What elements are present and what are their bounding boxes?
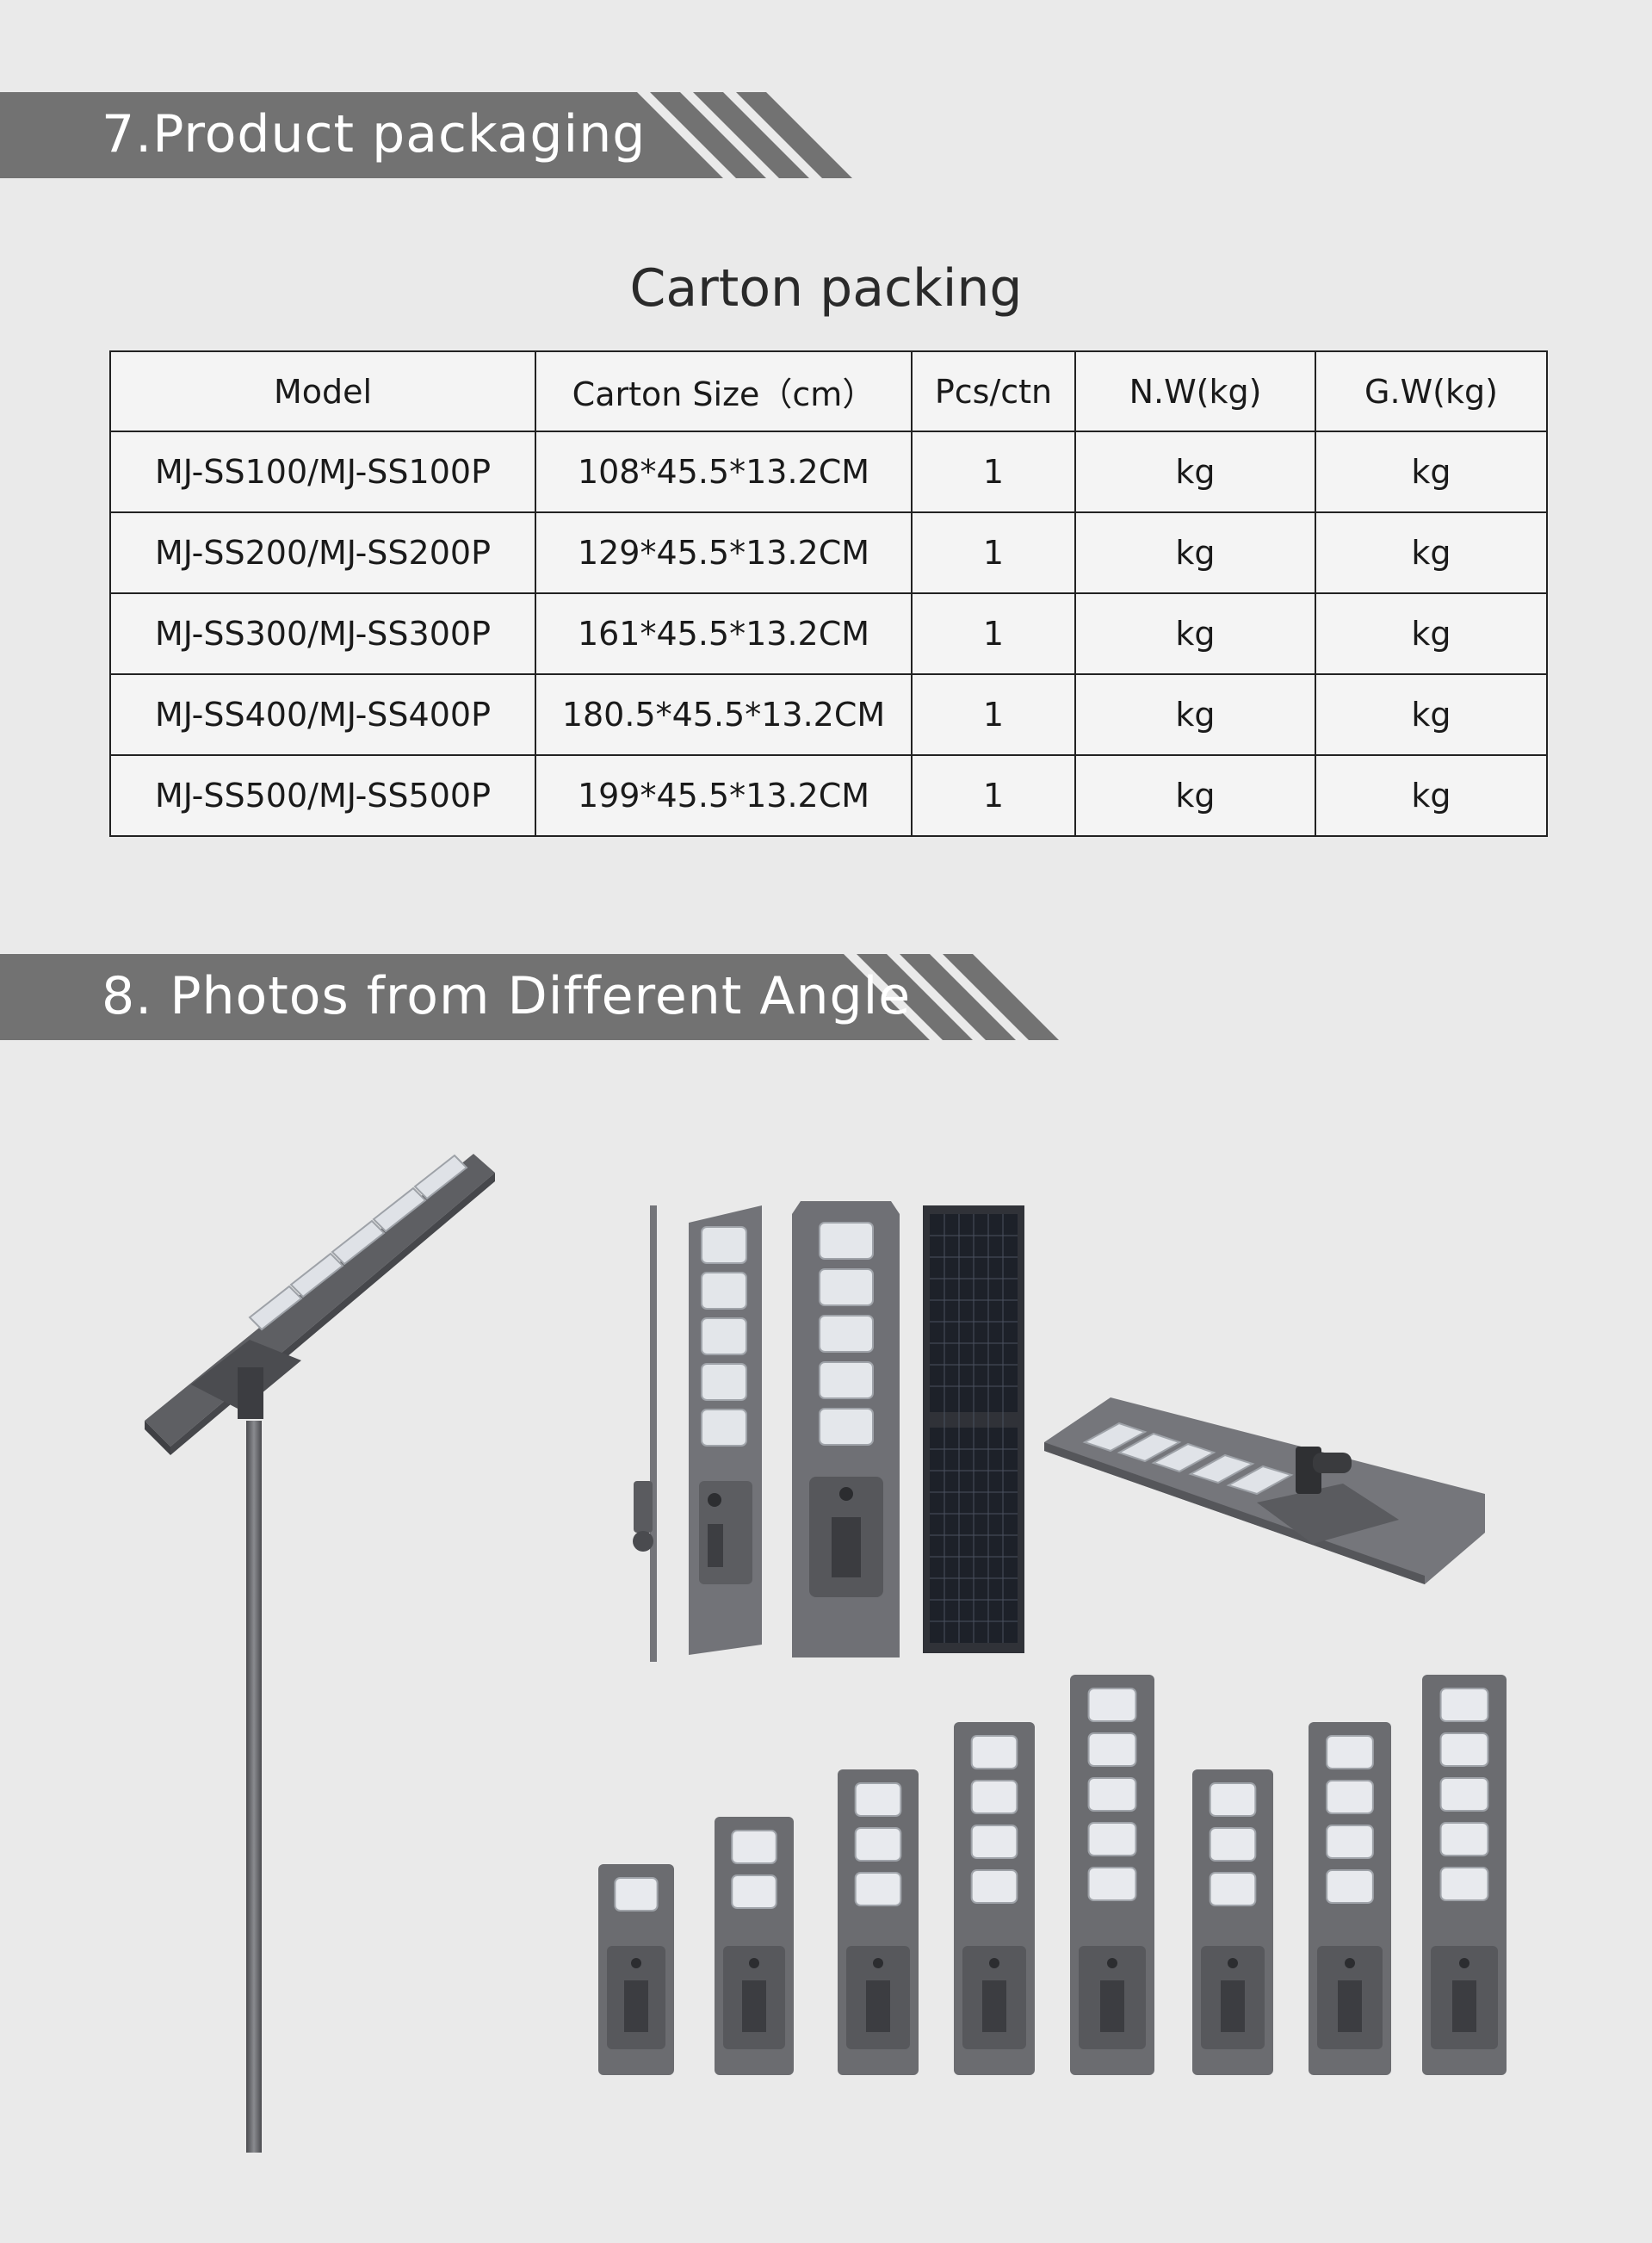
table-row: MJ-SS400/MJ-SS400P 180.5*45.5*13.2CM 1 k… [109,673,1548,756]
led-module [1439,1777,1489,1812]
lineup-lamp [1422,1675,1507,2075]
cell-gross-weight: kg [1315,673,1548,756]
led-module [1209,1872,1257,1906]
mount-bracket [866,1980,890,2032]
header-carton-size: Carton Size（cm） [535,350,913,432]
cell-pcs: 1 [911,592,1076,675]
led-module [1439,1822,1489,1856]
led-module [854,1872,902,1906]
carton-packing-table: Model Carton Size（cm） Pcs/ctn N.W(kg) G.… [109,350,1548,837]
led-module [1326,1825,1374,1859]
led-module [970,1825,1018,1859]
led-module [731,1830,777,1864]
lineup-lamp [1309,1722,1391,2075]
street-light-on-pole-photo [145,1154,495,2153]
cell-pcs: 1 [911,754,1076,837]
lineup-lamp [838,1769,919,2075]
table-row: MJ-SS100/MJ-SS100P 108*45.5*13.2CM 1 kg … [109,431,1548,513]
section-title-packaging: 7.Product packaging [102,104,647,164]
section-banner-photos: 8. Photos from Different Angle [0,954,1059,1040]
cell-carton-size: 161*45.5*13.2CM [535,592,913,675]
led-module [854,1782,902,1817]
sensor [1459,1958,1469,1968]
mount-bracket [1221,1980,1245,2032]
cell-pcs: 1 [911,431,1076,513]
banner-stripes-graphic [0,92,852,178]
cell-net-weight: kg [1074,673,1316,756]
mount-bracket [624,1980,648,2032]
table-row: MJ-SS500/MJ-SS500P 199*45.5*13.2CM 1 kg … [109,754,1548,837]
cell-net-weight: kg [1074,754,1316,837]
banner-stripes-graphic [0,954,1059,1040]
mount-bracket [1452,1980,1476,2032]
mount-bracket [982,1980,1006,2032]
section-title-photos: 8. Photos from Different Angle [102,966,912,1026]
mount-bracket [1100,1980,1124,2032]
cell-gross-weight: kg [1315,592,1548,675]
lineup-lamp [954,1722,1035,2075]
led-module [1209,1827,1257,1862]
header-gross-weight: G.W(kg) [1315,350,1548,432]
header-model: Model [109,350,536,432]
led-module [1439,1732,1489,1767]
lineup-lamp [598,1864,674,2075]
cell-model: MJ-SS500/MJ-SS500P [109,754,536,837]
led-module [970,1780,1018,1814]
led-module [970,1869,1018,1904]
led-module [1439,1867,1489,1901]
led-module [1326,1780,1374,1814]
led-module [1439,1688,1489,1722]
led-module [731,1874,777,1909]
section-banner-packaging: 7.Product packaging [0,92,852,178]
table-header-row: Model Carton Size（cm） Pcs/ctn N.W(kg) G.… [109,350,1548,432]
cell-net-weight: kg [1074,431,1316,513]
led-module [1087,1732,1137,1767]
sensor [1107,1958,1117,1968]
cell-pcs: 1 [911,511,1076,594]
lineup-lamp [1192,1769,1273,2075]
cell-gross-weight: kg [1315,754,1548,837]
carton-packing-title: Carton packing [629,258,1023,319]
cell-carton-size: 199*45.5*13.2CM [535,754,913,837]
cell-carton-size: 129*45.5*13.2CM [535,511,913,594]
cell-model: MJ-SS200/MJ-SS200P [109,511,536,594]
header-net-weight: N.W(kg) [1074,350,1316,432]
led-module [1087,1822,1137,1856]
led-module [854,1827,902,1862]
cell-gross-weight: kg [1315,431,1548,513]
led-module [1087,1688,1137,1722]
lineup-lamp [1070,1675,1154,2075]
cell-pcs: 1 [911,673,1076,756]
led-module [1209,1782,1257,1817]
lineup-lamp [715,1817,794,2075]
led-module [1087,1777,1137,1812]
sensor [989,1958,999,1968]
model-lineup-photo [598,1675,1507,2075]
cell-net-weight: kg [1074,592,1316,675]
cell-model: MJ-SS100/MJ-SS100P [109,431,536,513]
sensor [873,1958,883,1968]
sensor [1228,1958,1238,1968]
cell-carton-size: 180.5*45.5*13.2CM [535,673,913,756]
side-front-back-views-photo [633,1201,1024,1662]
led-module [614,1877,659,1912]
sensor [631,1958,641,1968]
cell-model: MJ-SS400/MJ-SS400P [109,673,536,756]
cell-gross-weight: kg [1315,511,1548,594]
led-module [1326,1869,1374,1904]
led-module [1087,1867,1137,1901]
sensor [749,1958,759,1968]
led-module [970,1735,1018,1769]
cell-model: MJ-SS300/MJ-SS300P [109,592,536,675]
led-module [1326,1735,1374,1769]
header-pcs-per-carton: Pcs/ctn [911,350,1076,432]
sensor [1345,1958,1355,1968]
mount-bracket [1338,1980,1362,2032]
table-row: MJ-SS300/MJ-SS300P 161*45.5*13.2CM 1 kg … [109,592,1548,675]
mount-bracket [742,1980,766,2032]
cell-carton-size: 108*45.5*13.2CM [535,431,913,513]
table-row: MJ-SS200/MJ-SS200P 129*45.5*13.2CM 1 kg … [109,511,1548,594]
cell-net-weight: kg [1074,511,1316,594]
angled-lamp-view-photo [1044,1397,1485,1584]
